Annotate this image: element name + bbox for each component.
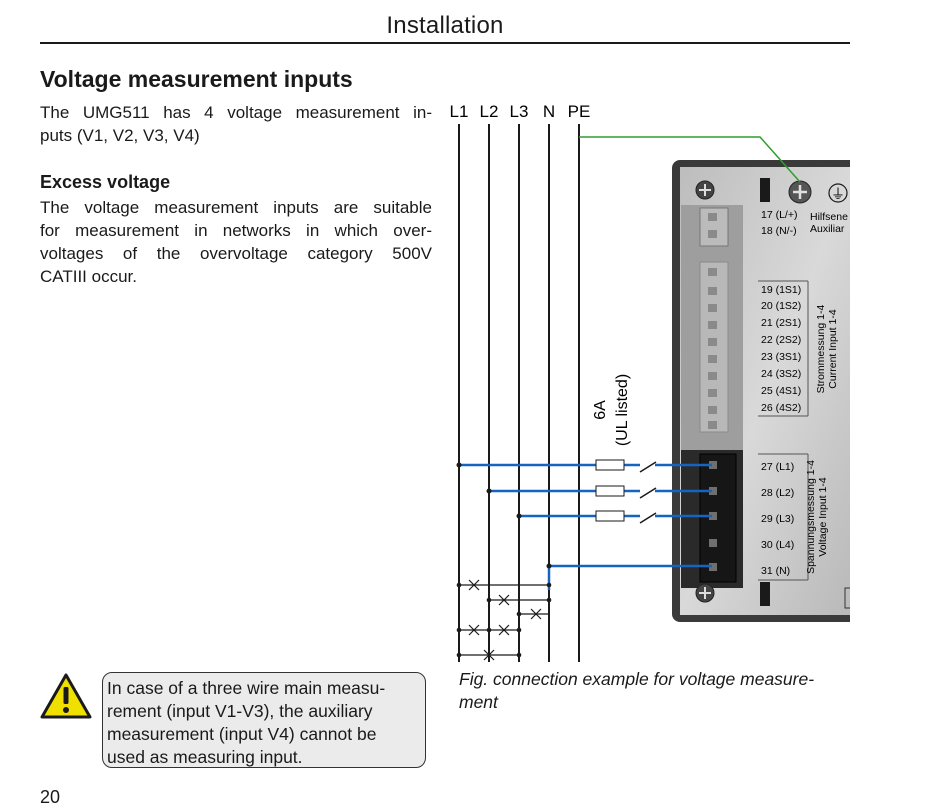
terminal-label-18: 18 (N/-): [761, 225, 797, 237]
warning-box: In case of a three wire main measu- reme…: [102, 672, 426, 768]
subheading-excess-voltage: Excess voltage: [40, 172, 171, 192]
voltage-terminal-labels: 27 (L1) 28 (L2) 29 (L3) 30 (L4) 31 (N): [761, 461, 794, 577]
warning-line: In case of a three wire main measu-: [107, 678, 386, 698]
body-line: for measurement in networks in which ove…: [40, 221, 432, 240]
conductor-label-l2: L2: [480, 102, 499, 121]
screw-icon: [695, 583, 715, 603]
junction-dots: [456, 462, 552, 569]
terminal-label-24: 24 (3S2): [761, 368, 801, 380]
section-title: Voltage measurement inputs: [40, 66, 353, 92]
lower-connector-block: [760, 582, 770, 606]
conductor-label-l3: L3: [510, 102, 529, 121]
current-terminal-labels: 19 (1S1) 20 (1S2) 21 (2S1) 22 (2S2) 23 (…: [761, 284, 801, 414]
terminal-label-21: 21 (2S1): [761, 317, 801, 329]
terminal-label-23: 23 (3S1): [761, 351, 801, 363]
conductor-lines: [458, 124, 580, 662]
figure-caption: Fig. connection example for voltage meas…: [459, 668, 859, 714]
switch-icons: [639, 461, 657, 524]
page-title: Installation: [386, 12, 504, 39]
page-header: Installation: [40, 8, 850, 44]
cross-mark-icons: [468, 579, 542, 661]
aux-label-de: Hilfsene: [810, 211, 848, 223]
terminal-label-26: 26 (4S2): [761, 402, 801, 414]
voltage-terminal-slots: [709, 461, 717, 571]
terminal-label-30: 30 (L4): [761, 539, 794, 551]
terminal-label-27: 27 (L1): [761, 461, 794, 473]
ground-symbol-circle: [828, 183, 848, 203]
page-number: 20: [40, 787, 61, 807]
voltage-group-label-de: Spannungsmessung 1-4: [805, 460, 817, 574]
pe-wire: [579, 136, 801, 183]
terminal-label-20: 20 (1S2): [761, 300, 801, 312]
terminal-label-28: 28 (L2): [761, 487, 794, 499]
warning-line: used as measuring input.: [107, 747, 303, 767]
intro-paragraph: The UMG511 has 4 voltage measurement in-…: [40, 101, 432, 147]
fuse-icons: [595, 459, 625, 522]
voltage-group-label-en: Voltage Input 1-4: [817, 477, 829, 557]
ground-screw-icon: [788, 180, 812, 204]
current-terminal-block: [699, 261, 729, 433]
terminal-label-19: 19 (1S1): [761, 284, 801, 296]
conductor-label-n: N: [543, 102, 555, 121]
terminal-label-22: 22 (2S2): [761, 334, 801, 346]
caption-line: ment: [459, 692, 498, 712]
aux-label-en: Auxiliar: [810, 223, 845, 235]
body-line: voltages of the overvoltage category 500…: [40, 244, 432, 263]
current-group-label-en: Current Input 1-4: [827, 309, 839, 389]
conductor-label-l1: L1: [450, 102, 469, 121]
terminal-label-25: 25 (4S1): [761, 385, 801, 397]
current-terminal-slots: [708, 268, 717, 429]
aux-terminal-slots: [708, 213, 717, 238]
current-group-label-de: Strommessung 1-4: [815, 304, 827, 393]
terminal-label-29: 29 (L3): [761, 513, 794, 525]
cross-connection-lines: [459, 584, 549, 656]
excess-voltage-paragraph: The voltage measurement inputs are suita…: [40, 196, 432, 288]
grid-junction-dots: [456, 582, 552, 658]
voltage-terminal-block: [699, 453, 737, 583]
right-edge-box: [844, 587, 850, 609]
conductor-label-pe: PE: [568, 102, 591, 121]
warning-line: measurement (input V4) cannot be: [107, 724, 377, 744]
terminal-label-17: 17 (L/+): [761, 209, 797, 221]
intro-line: puts (V1, V2, V3, V4): [40, 126, 200, 145]
connection-diagram: L1 L2 L3 N PE ⏚ 17 (L/+) 18: [450, 102, 850, 662]
ground-symbol-icon: ⏚: [831, 186, 845, 202]
warning-triangle-icon: [40, 673, 92, 719]
warning-line: rement (input V1-V3), the auxiliary: [107, 701, 373, 721]
fuse-rating-label: 6A: [592, 400, 609, 420]
fuse-ul-label: (UL listed): [614, 374, 631, 446]
body-line: The voltage measurement inputs are suita…: [40, 198, 432, 217]
caption-line: Fig. connection example for voltage meas…: [459, 669, 815, 689]
terminal-label-31: 31 (N): [761, 565, 790, 577]
screw-icon: [695, 180, 715, 200]
aux-connector-block: [760, 178, 770, 202]
body-line: CATIII occur.: [40, 267, 137, 286]
intro-line: The UMG511 has 4 voltage measurement in-: [40, 103, 432, 122]
